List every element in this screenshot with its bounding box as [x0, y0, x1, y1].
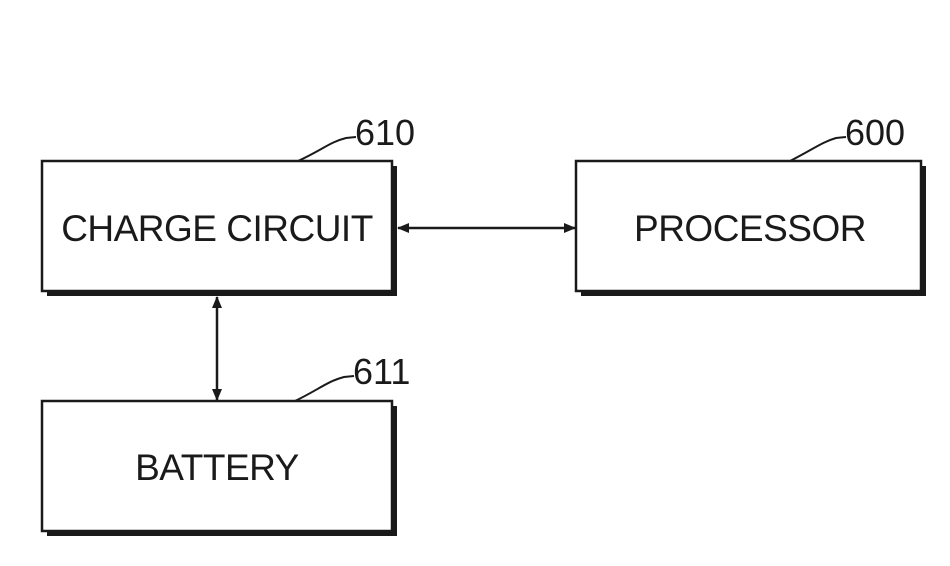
battery-label: BATTERY: [135, 447, 299, 488]
processor-label: PROCESSOR: [634, 208, 866, 249]
ref-611-label: 611: [353, 351, 410, 392]
ref-610-label: 610: [355, 112, 415, 153]
battery-block: BATTERY: [42, 401, 397, 536]
charge-circuit-block: CHARGE CIRCUIT: [42, 161, 397, 296]
ref-600-label: 600: [845, 112, 905, 153]
processor-block: PROCESSOR: [576, 161, 926, 296]
ref-610-leader: [298, 137, 356, 161]
charge-circuit-label: CHARGE CIRCUIT: [61, 208, 373, 249]
ref-611-leader: [295, 376, 354, 401]
ref-600-leader: [790, 137, 846, 161]
